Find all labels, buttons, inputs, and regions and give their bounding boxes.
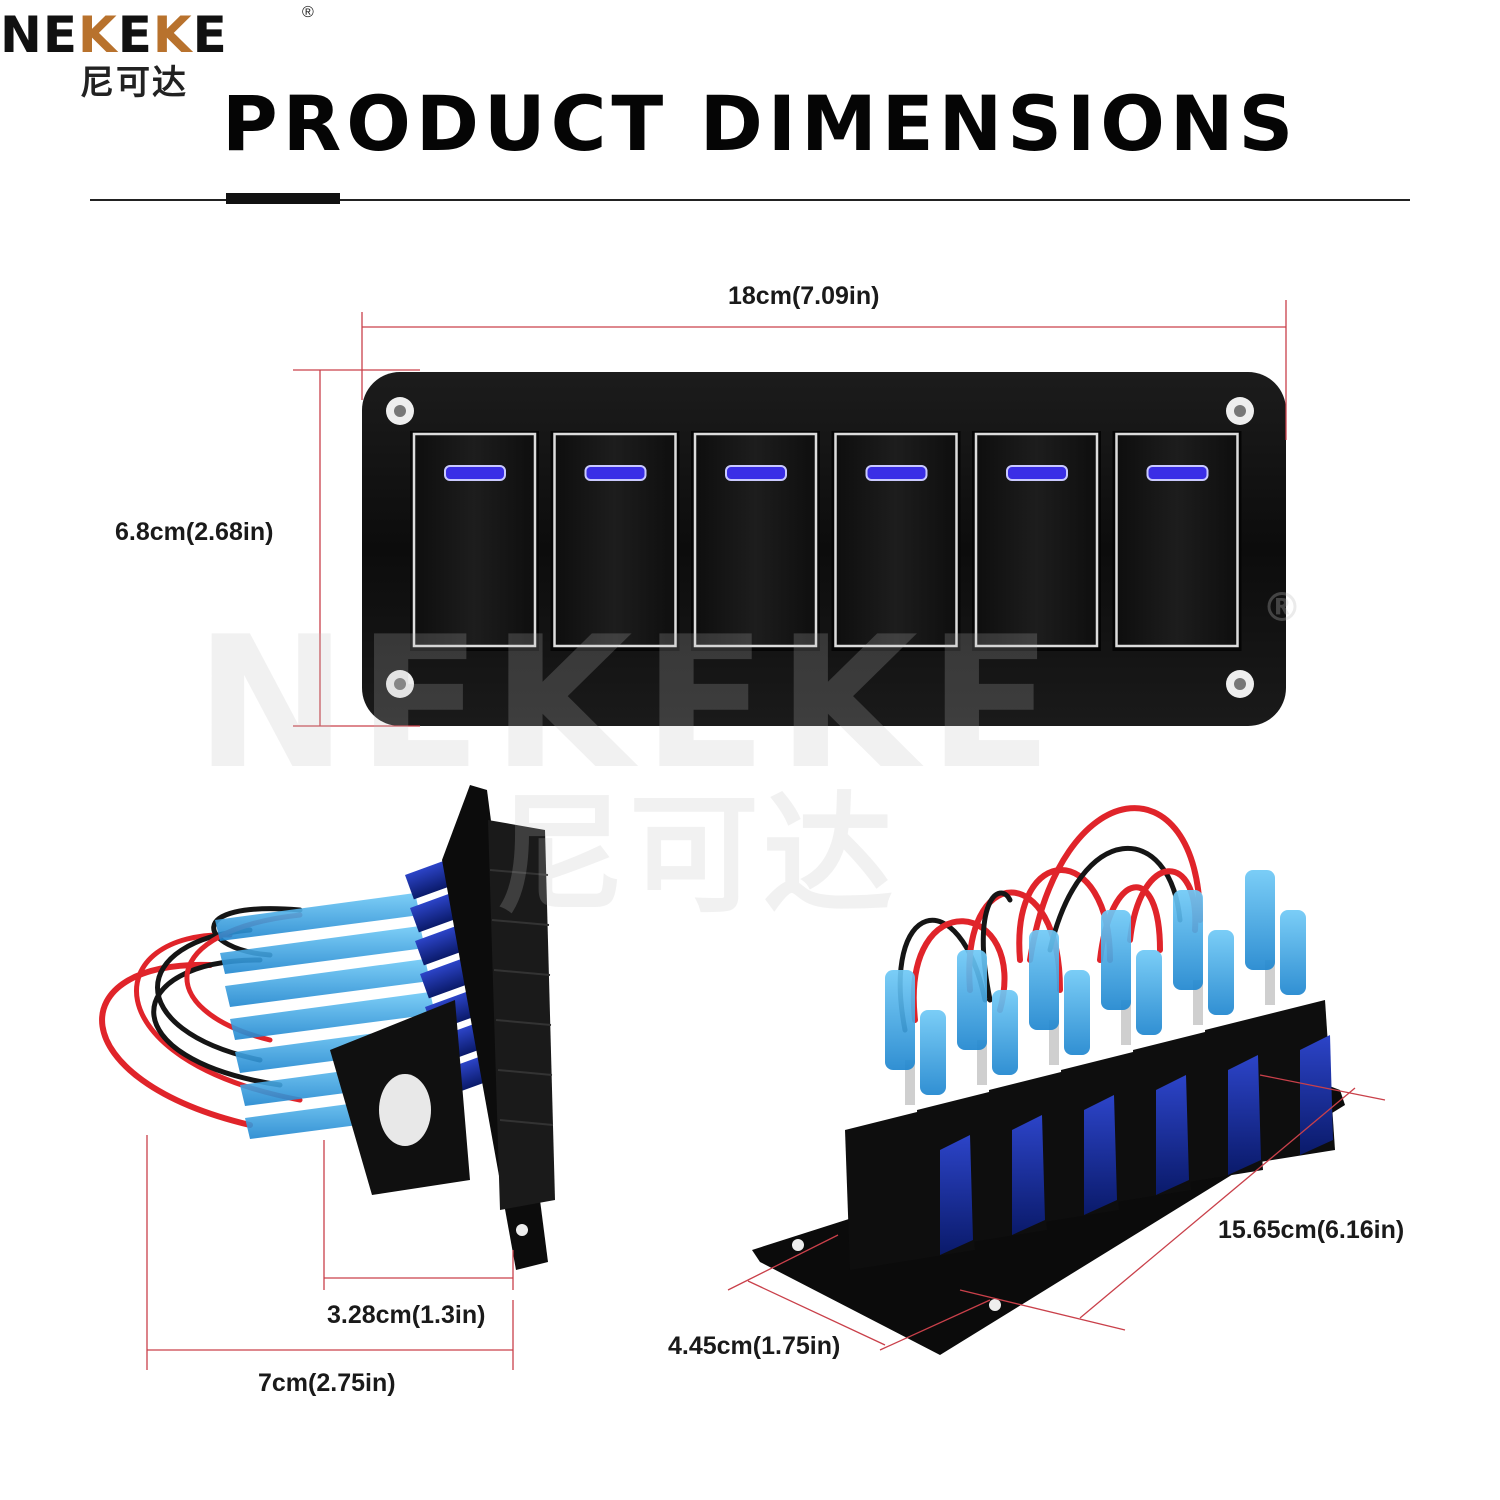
front-panel [362,372,1286,726]
side-rocker-lines [489,869,554,1126]
led-indicator [725,465,787,481]
rocker-switch [410,431,539,651]
watermark-chinese: 尼可达 [495,779,898,931]
rocker-switch [1112,431,1242,651]
led-indicator [444,465,506,481]
wire-connector [215,851,480,941]
page-title: PRODUCT DIMENSIONS [222,79,1299,168]
led-indicator [584,465,647,481]
side-rocker-stack [488,820,555,1210]
watermark-registered: ® [1262,585,1312,631]
qc-sticker [379,1074,431,1146]
total-depth-label: 7cm(2.75in) [258,1369,396,1397]
led-indicator [865,465,928,481]
switch-depth-label: 3.28cm(1.3in) [327,1301,486,1329]
led-indicator [1006,465,1068,481]
registered-mark: ® [302,4,314,21]
switch-width-label: 4.45cm(1.75in) [668,1332,841,1360]
perspective-view [752,805,1345,1355]
rocker-switch [831,431,961,651]
rocker-switch [550,431,680,651]
row-length-label: 15.65cm(6.16in) [1218,1216,1405,1244]
title-divider-accent [226,193,340,204]
switch-width-dimension [727,1234,991,1351]
brand-logo: NEKEKE [0,6,228,64]
total-depth-dimension [146,1135,514,1370]
panel-height-label: 6.8cm(2.68in) [115,518,274,546]
rocker-switch [691,431,820,651]
perspective-switch [845,970,975,1270]
switch-depth-dimension [323,1140,514,1290]
width-dimension [361,300,1287,440]
led-indicator [1146,465,1209,481]
rocker-switches [410,431,1242,651]
watermark-text: NEKEKE [195,597,1063,809]
row-length-dimension [959,1074,1386,1331]
title-divider [90,199,1410,201]
brand-logo-chinese: 尼可达 [80,63,188,103]
height-dimension [293,369,420,727]
side-view [99,785,555,1270]
panel-width-label: 18cm(7.09in) [728,282,880,310]
mounting-holes [386,397,1254,698]
perspective-switches [845,870,1335,1270]
rocker-switch [972,431,1101,651]
